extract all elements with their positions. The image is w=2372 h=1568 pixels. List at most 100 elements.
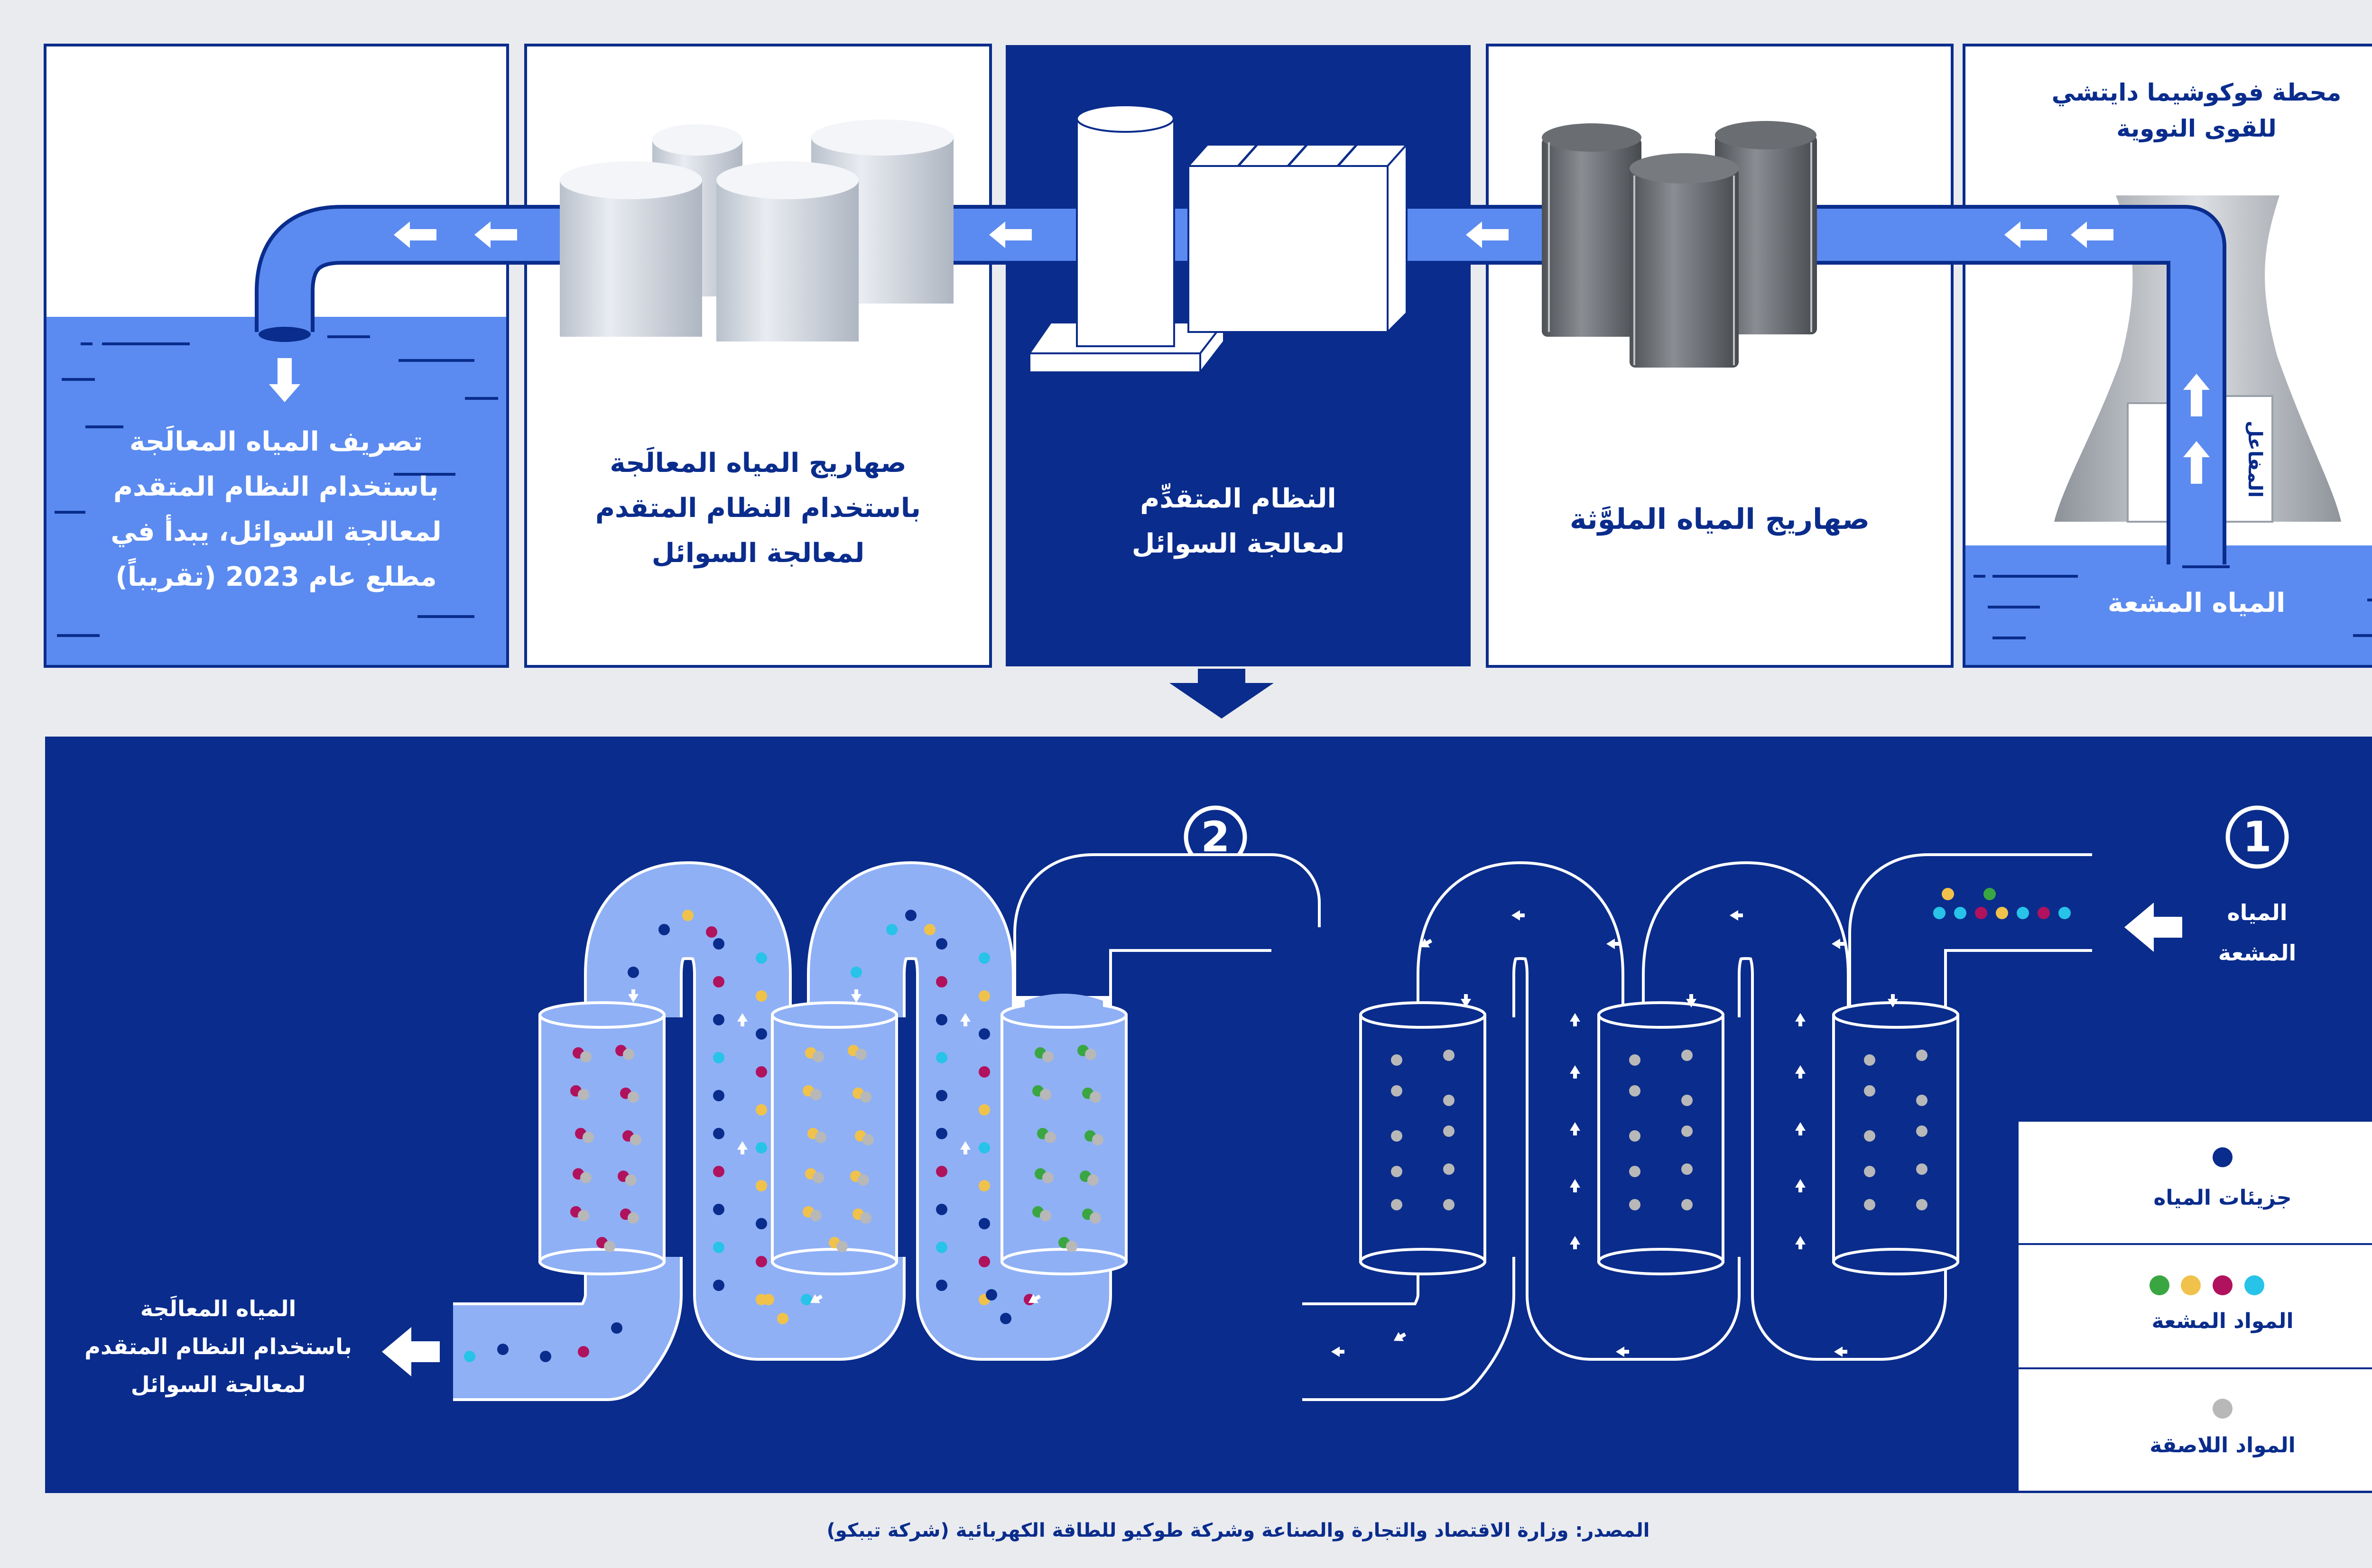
flow-arrow: [960, 1013, 971, 1026]
flow-arrow: [810, 1294, 823, 1303]
adsorbent-dot: [1629, 1130, 1640, 1142]
water-particle: [801, 1294, 812, 1305]
inlet-particle: [2046, 888, 2058, 900]
adsorbent-dot: [1042, 1172, 1054, 1183]
water-particle: [936, 1166, 947, 1177]
adsorbent-dot: [1681, 1125, 1693, 1137]
water-particle: [713, 1204, 724, 1215]
adsorbent-dot: [1681, 1050, 1693, 1061]
flow-arrow: [1419, 938, 1433, 948]
plant-title-line1: محطة فوكوشيما دايتشي: [2052, 79, 2342, 107]
flow-arrow: [1795, 1013, 1806, 1026]
adsorbent-dot: [1864, 1199, 1875, 1210]
adsorbent-dot: [1040, 1210, 1051, 1221]
flow-arrow: [628, 989, 639, 1003]
water-particle: [1000, 1313, 1011, 1324]
flow-arrow: [851, 989, 862, 1003]
adsorbent-dot: [1042, 1051, 1054, 1062]
contaminated-label: صهاريج المياه الملوَّثة: [1570, 503, 1870, 536]
flow-arrow: [1028, 1294, 1041, 1303]
water-particle: [756, 990, 767, 1002]
legend-radio-dot-yellow: [2181, 1275, 2201, 1295]
adsorbent-dots-1: [1391, 1050, 1927, 1210]
adsorbent-dot: [1443, 1199, 1455, 1210]
adsorbent-dot: [1629, 1199, 1640, 1210]
plant-water-label: المياه المشعة: [2108, 588, 2286, 618]
adsorbent-dot: [1916, 1095, 1927, 1106]
water-particle: [540, 1351, 551, 1362]
water-particle: [756, 1180, 767, 1191]
adsorption-pipe-1-inner: [1302, 856, 2092, 1398]
water-particle: [756, 1142, 767, 1153]
discharge-label-line2: باستخدام النظام المتقدم: [113, 471, 439, 502]
water-particle: [756, 1104, 767, 1116]
flow-arrow: [1331, 1347, 1344, 1357]
water-particle: [986, 1289, 997, 1301]
water-particle: [578, 1346, 589, 1357]
adsorbent-dot: [1040, 1089, 1051, 1100]
flow-arrow: [1795, 1179, 1806, 1192]
water-particle: [905, 910, 917, 921]
adsorbent-dot: [1864, 1054, 1875, 1066]
alps-dividers: [1237, 144, 1358, 167]
pipe-outlet: [259, 327, 311, 342]
legend-radio-dot-magenta: [2213, 1275, 2233, 1295]
inlet-particle: [2038, 907, 2050, 919]
legend-radio-label: المواد المشعة: [2151, 1309, 2293, 1333]
flow-arrows-2: [628, 989, 1041, 1303]
water-particle: [936, 1128, 947, 1139]
water-particle: [936, 1280, 947, 1291]
flow-arrows-1: [1331, 910, 1898, 1357]
main-pipe-fill: [259, 209, 2223, 564]
flow-arrow: [1834, 1347, 1847, 1357]
adsorbent-dot: [1443, 1163, 1455, 1175]
water-particle: [924, 924, 936, 935]
flow-arrow: [1832, 939, 1845, 949]
adsorbent-dot: [1864, 1085, 1875, 1097]
adsorbent-dot: [623, 1049, 634, 1060]
adsorbent-dot: [1629, 1166, 1640, 1177]
adsorbent-dot: [1864, 1130, 1875, 1142]
adsorbent-dot: [1090, 1091, 1101, 1103]
adsorbent-dot: [860, 1091, 871, 1103]
adsorbent-dot: [860, 1212, 871, 1224]
treated-label-line2: باستخدام النظام المتقدم: [595, 493, 921, 524]
inlet-particle: [1942, 888, 1954, 900]
adsorbent-dot: [1092, 1134, 1103, 1145]
water-particle: [936, 1242, 947, 1253]
source-credit: المصدر: وزارة الاقتصاد والتجارة والصناعة…: [827, 1520, 1650, 1541]
water-particle: [979, 952, 990, 964]
flow-arrow: [737, 1013, 748, 1026]
adsorbent-dot: [815, 1132, 826, 1143]
output-label-line1: المياه المعالَجة: [140, 1295, 296, 1321]
flow-arrow: [1606, 939, 1620, 949]
adsorbent-dot: [810, 1089, 822, 1100]
flow-arrow: [1461, 994, 1471, 1007]
water-particle: [979, 1218, 990, 1229]
adsorbent-dot: [1916, 1199, 1927, 1210]
legend-adhesive-dot: [2213, 1399, 2233, 1419]
water-particle: [628, 967, 639, 978]
adsorbent-dot: [1090, 1212, 1101, 1224]
adsorbent-dot: [1085, 1049, 1096, 1060]
plant-water-ripples: [1974, 565, 2372, 639]
flow-arrow: [1795, 1122, 1806, 1135]
water-particle: [936, 1014, 947, 1025]
adsorbent-dot: [1391, 1085, 1402, 1097]
water-particle: [713, 1014, 724, 1025]
water-particle: [936, 1090, 947, 1101]
water-particle: [713, 1052, 724, 1063]
inlet-particle: [1983, 888, 1996, 900]
step-1-number: 1: [2242, 812, 2271, 861]
water-particle: [713, 1242, 724, 1253]
water-particle: [658, 924, 670, 935]
flow-arrow: [1795, 1065, 1806, 1079]
water-particle: [979, 1028, 990, 1040]
flow-arrow: [1393, 1332, 1407, 1341]
flow-arrow: [1511, 910, 1525, 921]
water-particle: [979, 1066, 990, 1078]
water-particle: [713, 1280, 724, 1291]
particles-2: [464, 910, 1103, 1362]
adsorbent-dot: [813, 1051, 824, 1062]
inlet-particle: [1933, 907, 1946, 919]
